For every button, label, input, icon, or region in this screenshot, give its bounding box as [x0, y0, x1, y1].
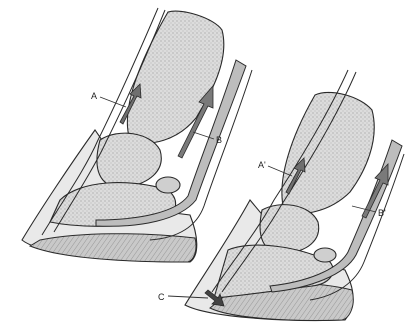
label-a-prime: A' [258, 160, 266, 170]
left-navicular-bone [156, 177, 180, 193]
right-navicular-bone [314, 248, 336, 262]
label-b-prime: B' [378, 208, 386, 218]
leader-a [100, 97, 126, 107]
left-hoof: A B [22, 8, 252, 262]
left-long-pastern-bone [127, 11, 223, 143]
label-a: A [91, 91, 97, 101]
label-b: B [216, 135, 222, 145]
left-sole [30, 234, 196, 262]
label-c: C [158, 292, 165, 302]
